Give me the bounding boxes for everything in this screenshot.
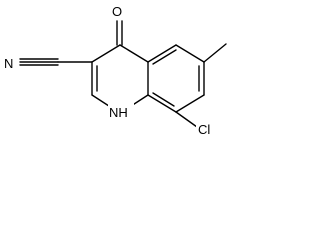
nh-label-bg xyxy=(108,103,134,120)
bond-c7-c8 xyxy=(175,94,205,113)
oxygen-label-bg xyxy=(110,2,128,19)
bond-c5-c6 xyxy=(175,44,205,63)
chlorine-label-bg xyxy=(196,120,220,137)
nitrile-nitrogen-atom-label: N xyxy=(4,56,13,71)
molecule-canvas: O N Cl NH xyxy=(0,0,238,149)
quinoline-structure-drawing: O N Cl NH xyxy=(2,2,227,137)
bond-c4-c4a xyxy=(119,44,149,63)
bond-c8-cl xyxy=(175,111,198,128)
oxygen-atom-label: O xyxy=(112,4,122,19)
bond-c4a-c5 xyxy=(147,44,177,63)
bond-c8-c8a xyxy=(147,94,177,113)
ring-nh-atom-label: NH xyxy=(109,105,128,120)
nitrile-nitrogen-label-bg xyxy=(2,54,18,71)
chlorine-atom-label: Cl xyxy=(198,122,210,137)
bond-c6-methyl xyxy=(203,43,227,63)
bond-c4-c3 xyxy=(91,44,121,63)
bond-c4a-c5-inner xyxy=(152,49,177,65)
bond-c8-c8a-inner xyxy=(152,92,175,107)
